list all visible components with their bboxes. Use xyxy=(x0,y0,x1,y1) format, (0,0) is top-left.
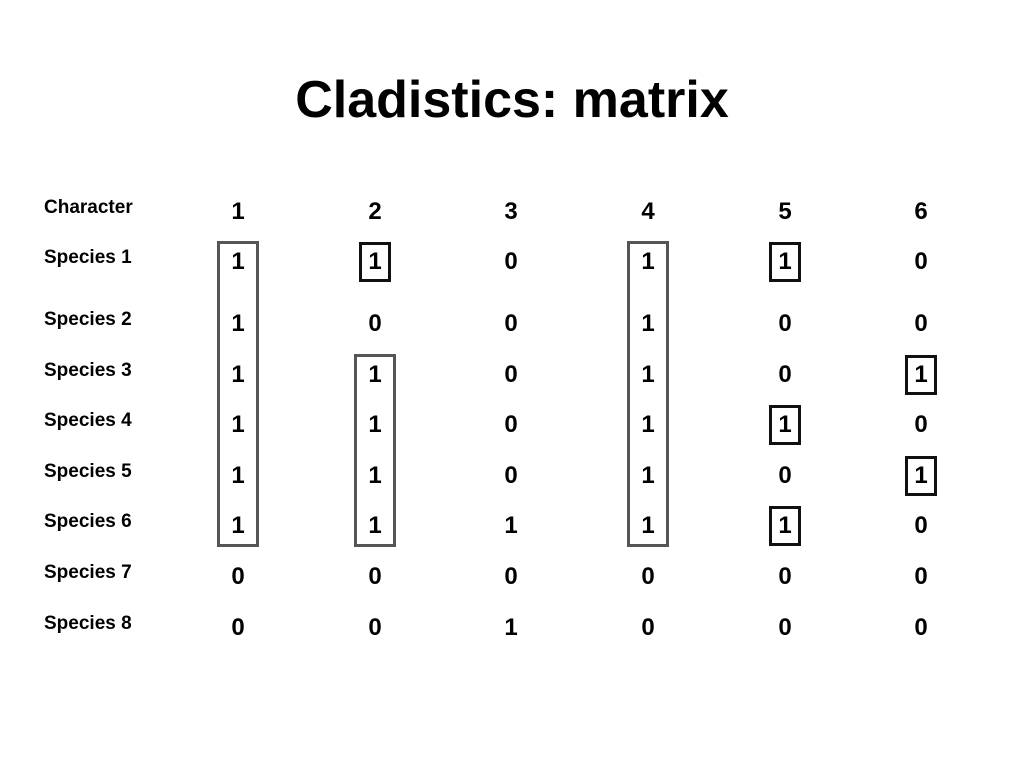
species-label-2: Species 2 xyxy=(44,309,132,330)
matrix-cell-species5-char2: 1 xyxy=(368,462,382,489)
matrix-cell-species7-char3: 0 xyxy=(504,563,518,590)
matrix-cell-species6-char6: 0 xyxy=(914,512,928,539)
species-label-5: Species 5 xyxy=(44,461,132,482)
slide-title: Cladistics: matrix xyxy=(295,71,729,129)
matrix-cell-species1-char3: 0 xyxy=(504,248,518,275)
species-label-3: Species 3 xyxy=(44,360,132,381)
character-number-1: 1 xyxy=(231,198,245,225)
matrix-cell-species7-char5: 0 xyxy=(778,563,792,590)
matrix-cell-species6-char3: 1 xyxy=(504,512,518,539)
matrix-cell-species5-char4: 1 xyxy=(641,462,655,489)
matrix-cell-species3-char5: 0 xyxy=(778,361,792,388)
matrix-cell-species4-char1: 1 xyxy=(231,411,245,438)
matrix-cell-species2-char5: 0 xyxy=(778,310,792,337)
matrix-cell-species3-char1: 1 xyxy=(231,361,245,388)
matrix-cell-species7-char2: 0 xyxy=(368,563,382,590)
matrix-cell-species2-char3: 0 xyxy=(504,310,518,337)
matrix-cell-species1-char1: 1 xyxy=(231,248,245,275)
matrix-cell-species8-char4: 0 xyxy=(641,614,655,641)
matrix-cell-species6-char1: 1 xyxy=(231,512,245,539)
matrix-cell-species4-char6: 0 xyxy=(914,411,928,438)
matrix-cell-species4-char3: 0 xyxy=(504,411,518,438)
matrix-cell-species5-char1: 1 xyxy=(231,462,245,489)
character-number-2: 2 xyxy=(368,198,382,225)
matrix-cell-species8-char6: 0 xyxy=(914,614,928,641)
matrix-cell-species8-char3: 1 xyxy=(504,614,518,641)
highlight-box-char2-1 xyxy=(359,242,391,282)
matrix-cell-species4-char4: 1 xyxy=(641,411,655,438)
matrix-cell-species1-char2: 1 xyxy=(368,248,382,275)
matrix-cell-species4-char5: 1 xyxy=(778,411,792,438)
character-header-label: Character xyxy=(44,197,133,218)
matrix-cell-species1-char4: 1 xyxy=(641,248,655,275)
highlight-box-char4-3 xyxy=(627,241,669,547)
matrix-cell-species8-char5: 0 xyxy=(778,614,792,641)
species-label-1: Species 1 xyxy=(44,247,132,268)
matrix-cell-species7-char4: 0 xyxy=(641,563,655,590)
matrix-cell-species2-char4: 1 xyxy=(641,310,655,337)
matrix-cell-species1-char5: 1 xyxy=(778,248,792,275)
matrix-cell-species1-char6: 0 xyxy=(914,248,928,275)
highlight-box-char1-0 xyxy=(217,241,259,547)
matrix-cell-species4-char2: 1 xyxy=(368,411,382,438)
character-number-4: 4 xyxy=(641,198,655,225)
matrix-cell-species8-char2: 0 xyxy=(368,614,382,641)
highlight-box-char5-4 xyxy=(769,242,801,282)
matrix-cell-species2-char2: 0 xyxy=(368,310,382,337)
species-label-7: Species 7 xyxy=(44,562,132,583)
matrix-cell-species5-char5: 0 xyxy=(778,462,792,489)
highlight-box-char5-6 xyxy=(769,506,801,546)
matrix-cell-species3-char6: 1 xyxy=(914,361,928,388)
matrix-cell-species7-char1: 0 xyxy=(231,563,245,590)
matrix-cell-species5-char3: 0 xyxy=(504,462,518,489)
matrix-cell-species8-char1: 0 xyxy=(231,614,245,641)
highlight-box-char6-8 xyxy=(905,456,937,496)
matrix-cell-species6-char5: 1 xyxy=(778,512,792,539)
highlight-box-char6-7 xyxy=(905,355,937,395)
species-label-8: Species 8 xyxy=(44,613,132,634)
matrix-cell-species6-char4: 1 xyxy=(641,512,655,539)
highlight-box-char5-5 xyxy=(769,405,801,445)
character-number-5: 5 xyxy=(778,198,792,225)
matrix-cell-species5-char6: 1 xyxy=(914,462,928,489)
matrix-cell-species3-char2: 1 xyxy=(368,361,382,388)
species-label-6: Species 6 xyxy=(44,511,132,532)
matrix-cell-species3-char3: 0 xyxy=(504,361,518,388)
species-label-4: Species 4 xyxy=(44,410,132,431)
matrix-cell-species6-char2: 1 xyxy=(368,512,382,539)
matrix-cell-species3-char4: 1 xyxy=(641,361,655,388)
matrix-cell-species2-char6: 0 xyxy=(914,310,928,337)
highlight-box-char2-2 xyxy=(354,354,396,547)
character-number-6: 6 xyxy=(914,198,928,225)
matrix-cell-species7-char6: 0 xyxy=(914,563,928,590)
matrix-cell-species2-char1: 1 xyxy=(231,310,245,337)
character-number-3: 3 xyxy=(504,198,518,225)
